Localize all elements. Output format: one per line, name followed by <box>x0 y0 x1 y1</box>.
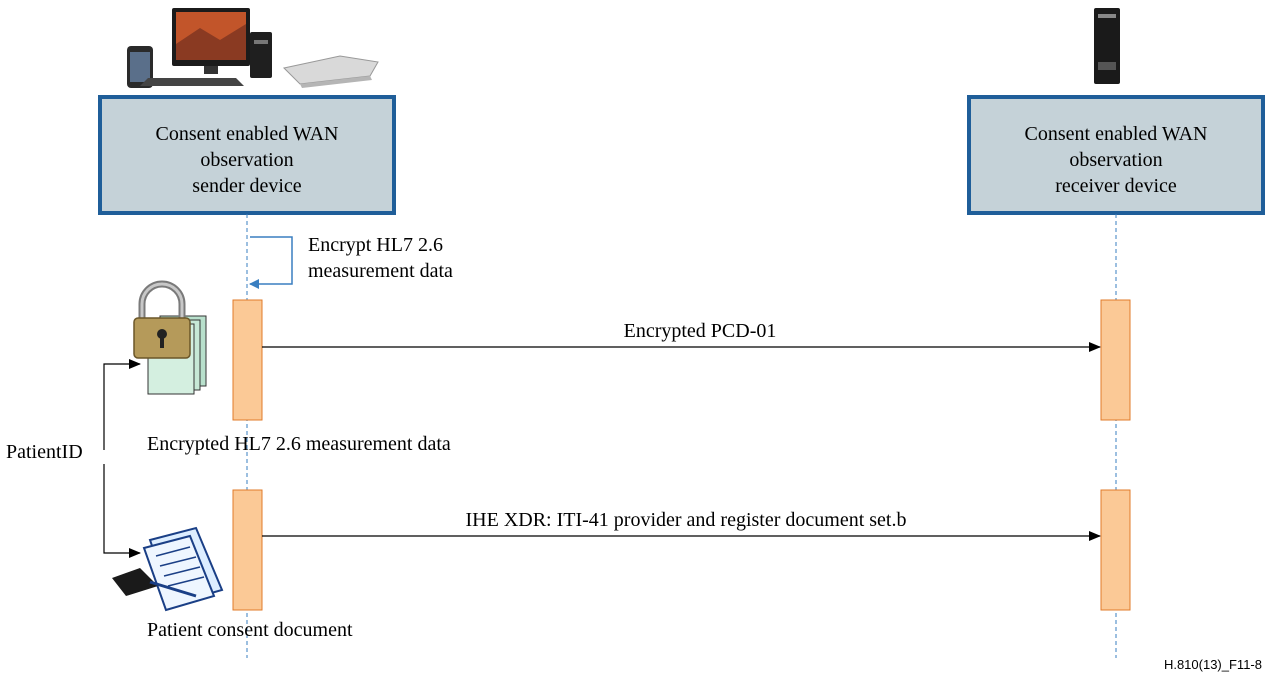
sender-activation-2 <box>232 489 263 611</box>
encrypted-document-lock-icon <box>133 280 207 395</box>
receiver-device-label-line1: Consent enabled WAN <box>1025 123 1208 145</box>
message-label-iti41: IHE XDR: ITI-41 provider and register do… <box>466 509 907 531</box>
sender-device-label-line1: Consent enabled WAN <box>156 123 339 145</box>
self-message-label-line2: measurement data <box>308 260 453 282</box>
receiver-device-box <box>967 95 1265 215</box>
sender-device-label-line2: observation <box>200 149 293 171</box>
encrypted-data-label: Encrypted HL7 2.6 measurement data <box>147 433 451 455</box>
sender-device-label-line3: sender device <box>192 175 302 197</box>
sender-activation-1 <box>232 299 263 421</box>
receiver-server-icon <box>1094 8 1120 84</box>
receiver-device-label-line3: receiver device <box>1055 175 1177 197</box>
message-label-pcd01: Encrypted PCD-01 <box>624 320 777 342</box>
sender-device-box <box>98 95 396 215</box>
figure-id: H.810(13)_F11-8 <box>1164 657 1262 672</box>
consent-document-icon <box>112 526 224 612</box>
receiver-activation-2 <box>1100 489 1131 611</box>
receiver-device-label-line2: observation <box>1069 149 1162 171</box>
patient-id-label: PatientID <box>6 441 83 463</box>
consent-document-label: Patient consent document <box>147 619 353 641</box>
receiver-activation-1 <box>1100 299 1131 421</box>
patient-id-link-top <box>103 359 141 450</box>
self-message-label-line1: Encrypt HL7 2.6 <box>308 234 443 256</box>
sender-devices-icon <box>127 8 379 88</box>
patient-id-link-bottom <box>103 464 141 558</box>
self-message-arrow <box>249 236 293 289</box>
